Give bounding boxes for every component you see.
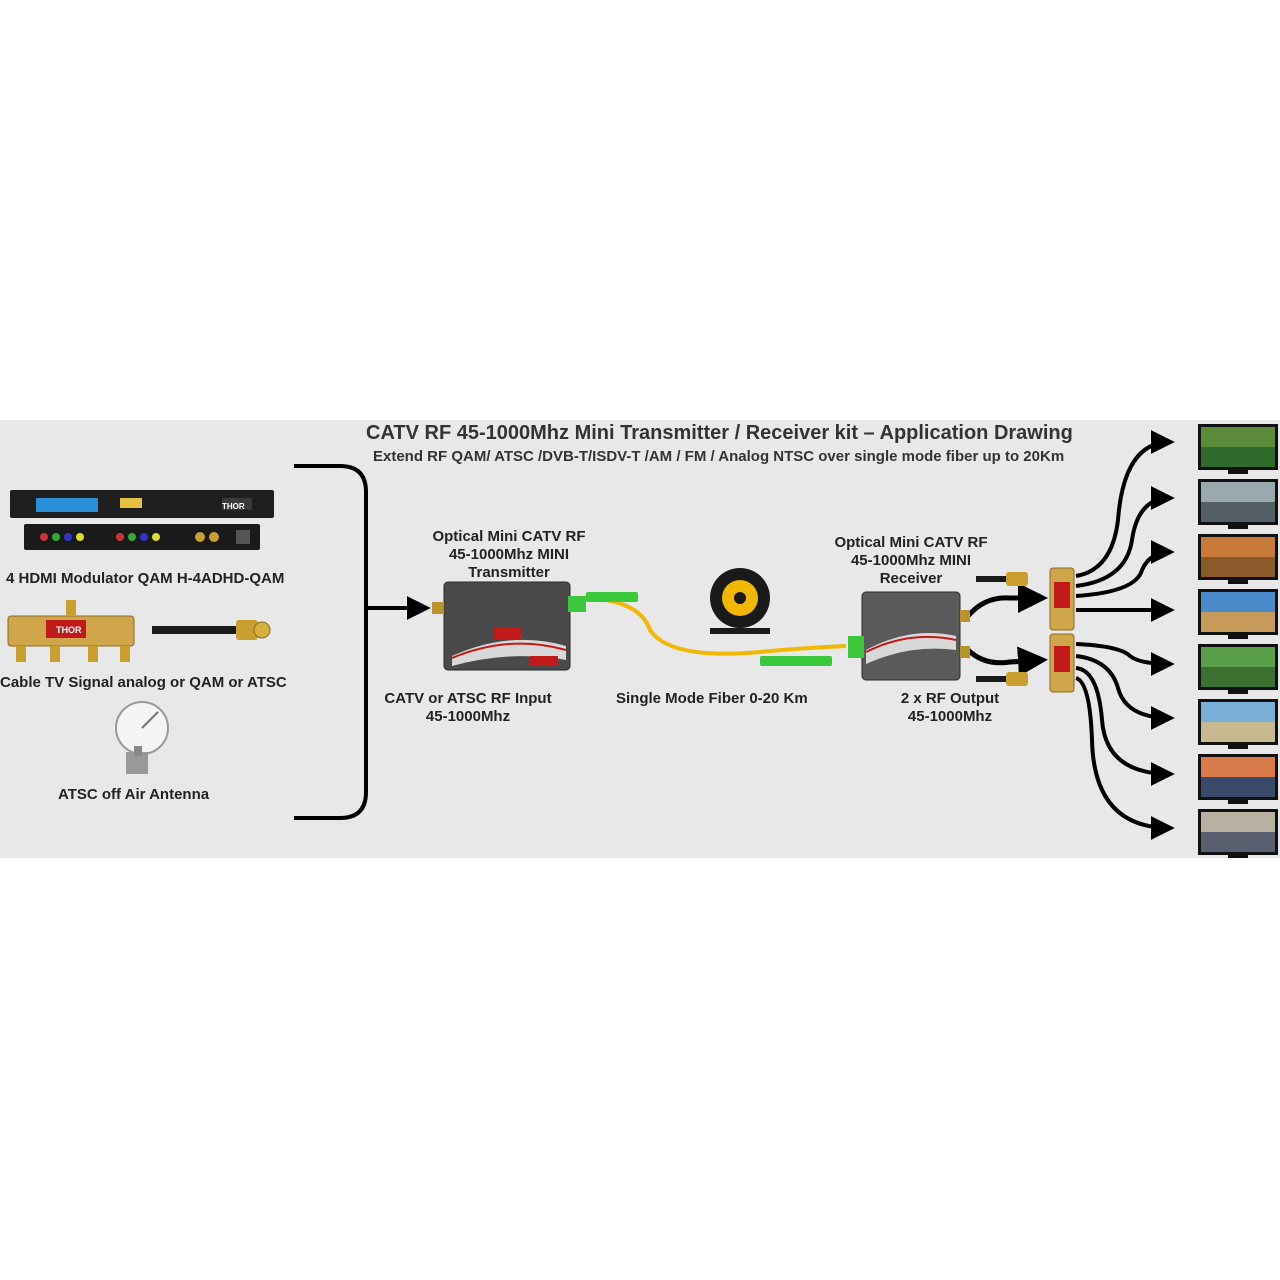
receiver-title: Optical Mini CATV RF 45-1000Mhz MINI Rec… xyxy=(820,534,1002,588)
tv-screen xyxy=(1198,424,1278,474)
rf-output-cable-bottom xyxy=(966,646,1048,677)
page-title: CATV RF 45-1000Mhz Mini Transmitter / Re… xyxy=(366,422,1073,444)
output-splitters xyxy=(1049,567,1075,693)
transmitter-title-line1: Optical Mini CATV RF xyxy=(432,528,586,545)
modulator-label: 4 HDMI Modulator QAM H-4ADHD-QAM xyxy=(6,570,285,587)
receiver-title-line3: Receiver xyxy=(879,570,943,587)
receiver-output-label: 2 x RF Output 45-1000Mhz xyxy=(872,690,1028,726)
receiver-title-line2: 45-1000Mhz MINI xyxy=(850,552,972,569)
atsc-antenna-device xyxy=(115,701,169,774)
tv-screen xyxy=(1198,589,1278,639)
fiber-connector-tx xyxy=(586,592,638,602)
transmitter-title: Optical Mini CATV RF 45-1000Mhz MINI Tra… xyxy=(418,528,600,582)
tv-screen xyxy=(1198,809,1278,858)
svg-text:THOR: THOR xyxy=(222,502,245,511)
fiber-reel xyxy=(710,568,770,634)
fiber-cable xyxy=(584,596,847,656)
transmitter-device xyxy=(432,581,586,671)
tv-feed-lines xyxy=(1075,430,1175,840)
output-coax-connectors xyxy=(976,572,1028,686)
page-subtitle: Extend RF QAM/ ATSC /DVB-T/ISDV-T /AM / … xyxy=(373,448,1065,465)
tv-screens xyxy=(1198,424,1278,858)
fiber-connector-rx xyxy=(760,656,832,666)
transmitter-input-line2: 45-1000Mhz xyxy=(425,708,511,725)
antenna-label: ATSC off Air Antenna xyxy=(58,786,210,803)
cable-splitter-device: THOR xyxy=(7,600,271,662)
rf-output-cable-top xyxy=(966,583,1048,618)
svg-text:THOR: THOR xyxy=(56,625,82,635)
fiber-label: Single Mode Fiber 0-20 Km xyxy=(616,690,808,707)
receiver-output-line2: 45-1000Mhz xyxy=(907,708,993,725)
tv-screen xyxy=(1198,479,1278,529)
receiver-title-line1: Optical Mini CATV RF xyxy=(834,534,988,551)
transmitter-title-line2: 45-1000Mhz MINI xyxy=(448,546,570,563)
tv-screen xyxy=(1198,534,1278,584)
tv-screen xyxy=(1198,699,1278,749)
transmitter-title-line3: Transmitter xyxy=(468,564,550,581)
cable-tv-label: Cable TV Signal analog or QAM or ATSC xyxy=(0,674,287,691)
source-bracket xyxy=(294,464,368,820)
transmitter-input-line1: CATV or ATSC RF Input xyxy=(384,690,552,707)
receiver-output-line1: 2 x RF Output xyxy=(900,690,1000,707)
tv-screen xyxy=(1198,754,1278,804)
transmitter-input-label: CATV or ATSC RF Input 45-1000Mhz xyxy=(378,690,558,726)
diagram-canvas: THOR THOR xyxy=(7,424,1278,858)
receiver-device xyxy=(848,591,970,681)
hdmi-modulator-device: THOR xyxy=(10,490,274,550)
application-drawing: THOR THOR xyxy=(0,420,1280,858)
tv-screen xyxy=(1198,644,1278,694)
